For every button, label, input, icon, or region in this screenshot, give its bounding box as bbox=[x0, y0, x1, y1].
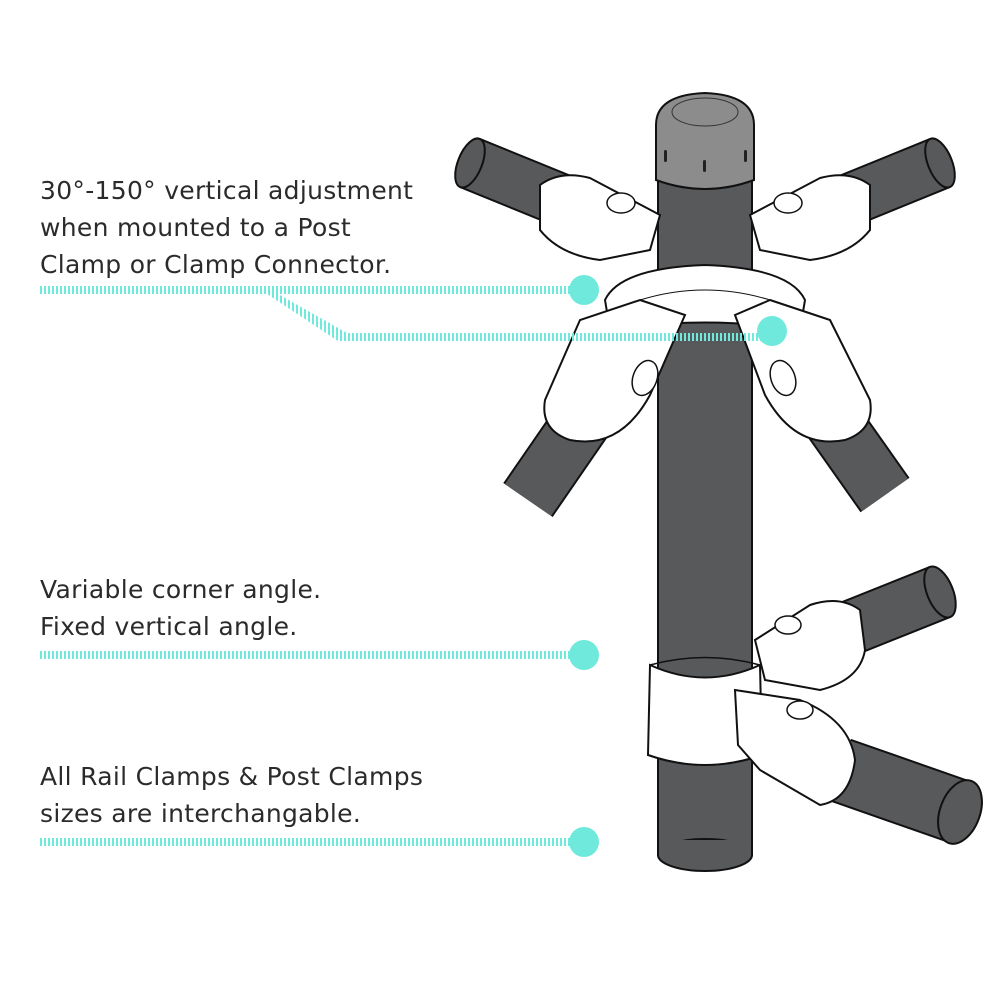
callout-line: Clamp or Clamp Connector. bbox=[40, 250, 392, 279]
callout-dot bbox=[569, 640, 599, 670]
callout-line: All Rail Clamps & Post Clamps bbox=[40, 762, 424, 791]
callout-dot bbox=[757, 316, 787, 346]
bottom-rail-pipe bbox=[829, 738, 983, 845]
callout-line: Fixed vertical angle. bbox=[40, 612, 298, 641]
callout-line: when mounted to a Post bbox=[40, 213, 352, 242]
callout-dot bbox=[569, 827, 599, 857]
callout-line: 30°-150° vertical adjustment bbox=[40, 176, 414, 205]
callout-line: sizes are interchangable. bbox=[40, 799, 362, 828]
upper-left-rail-clamp bbox=[539, 174, 662, 262]
leader-line-3 bbox=[38, 838, 583, 846]
lower-right-rail-clamp bbox=[733, 298, 872, 443]
middle-rail-clamp bbox=[753, 600, 867, 692]
leader-line-1 bbox=[38, 286, 770, 341]
callout-interchangeable: All Rail Clamps & Post Clamps sizes are … bbox=[40, 758, 423, 832]
callout-dot bbox=[569, 275, 599, 305]
leader-line-2 bbox=[38, 651, 583, 659]
callout-line: Variable corner angle. bbox=[40, 575, 322, 604]
bottom-rail-clamp bbox=[733, 688, 857, 807]
upper-right-rail-clamp bbox=[748, 174, 871, 262]
post-end-cap bbox=[655, 91, 755, 190]
callout-corner-angle: Variable corner angle. Fixed vertical an… bbox=[40, 571, 321, 645]
callout-vertical-adjustment: 30°-150° vertical adjustment when mounte… bbox=[40, 172, 413, 283]
